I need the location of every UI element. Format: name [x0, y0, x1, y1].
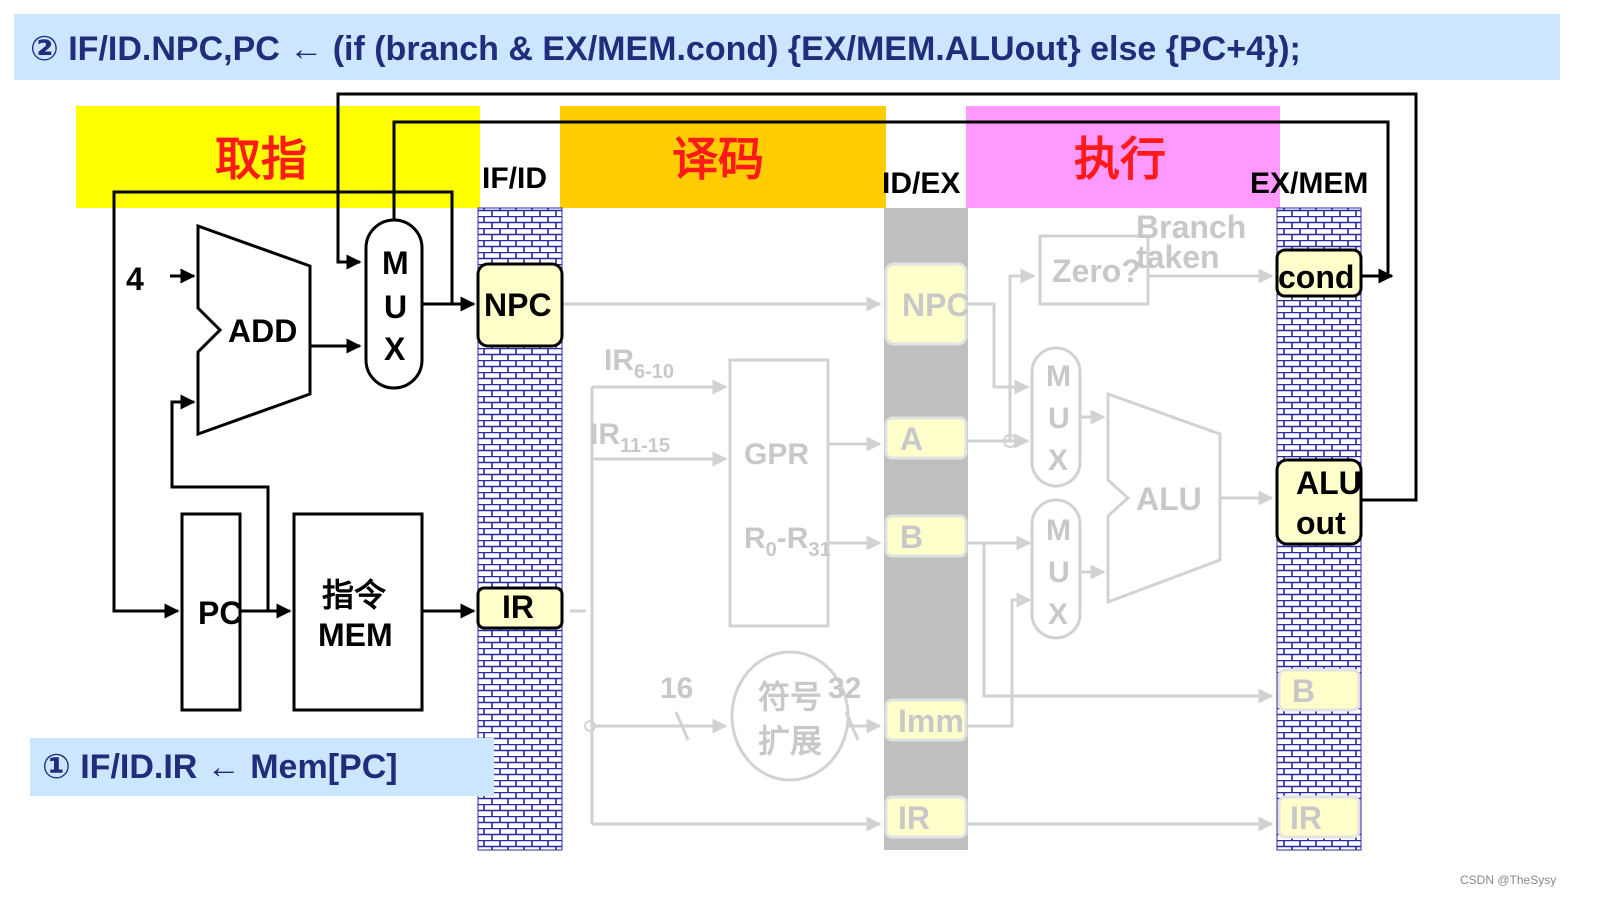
ex-alu-label: ALU: [1136, 481, 1202, 517]
fetch-datapath: [112, 92, 1418, 712]
branch-taken-line2: taken: [1136, 239, 1220, 275]
fetch-mux-m: M: [382, 245, 409, 281]
exmem-ir-label: IR: [1290, 800, 1322, 836]
step1-caption-band: [30, 738, 494, 796]
ir-6-10-label: IR6-10: [604, 344, 674, 383]
idex-label: ID/EX: [882, 167, 960, 200]
idex-imm-label: Imm: [898, 703, 964, 739]
fetch-mux-u: U: [384, 289, 407, 325]
bits-32-label: 32: [828, 672, 861, 705]
dimmed-datapath: [562, 234, 1361, 839]
step2-caption-band: [14, 14, 1560, 80]
ir-11-15-label: IR11-15: [590, 418, 670, 457]
idex-b-label: B: [900, 519, 923, 555]
exmem-cond-label: cond: [1278, 259, 1354, 295]
exmem-b-label: B: [1292, 673, 1315, 709]
ex-mux1-u: U: [1048, 402, 1070, 435]
ex-mux1-m: M: [1046, 360, 1071, 393]
sign-extend-line2: 扩展: [758, 722, 822, 760]
ifid-ir-label: IR: [502, 589, 534, 625]
step2-caption: ② IF/ID.NPC,PC ← (if (branch & EX/MEM.co…: [30, 30, 1301, 68]
gpr-range-label: R0-R31: [744, 522, 831, 561]
stage-decode-label: 译码: [672, 132, 764, 186]
imem-label-line1: 指令: [322, 576, 387, 614]
bits-16-label: 16: [660, 672, 693, 705]
idex-ir-label: IR: [898, 800, 930, 836]
pc-label: PC: [198, 595, 242, 631]
const-four-label: 4: [126, 261, 144, 297]
branch-taken-line1: Branch: [1136, 209, 1246, 245]
fetch-mux-x: X: [384, 331, 406, 367]
exmem-label: EX/MEM: [1250, 167, 1368, 200]
ex-mux2-u: U: [1048, 556, 1070, 589]
exmem-aluout-line1: ALU: [1296, 465, 1362, 501]
stage-fetch-label: 取指: [215, 132, 307, 186]
step1-caption: ① IF/ID.IR ← Mem[PC]: [42, 748, 398, 786]
sign-extend-line1: 符号: [758, 678, 822, 716]
exmem-aluout-line2: out: [1296, 505, 1346, 541]
watermark: CSDN @TheSysy: [1460, 873, 1556, 887]
zero-test-label: Zero?: [1052, 253, 1141, 289]
ex-mux1-x: X: [1048, 444, 1068, 477]
ex-mux2-x: X: [1048, 598, 1068, 631]
gpr-label: GPR: [744, 438, 809, 471]
add-label: ADD: [228, 313, 297, 349]
idex-a-label: A: [900, 421, 923, 457]
ifid-npc-label: NPC: [484, 287, 552, 323]
imem-label-line2: MEM: [318, 617, 393, 653]
idex-npc-label: NPC: [902, 287, 970, 323]
stage-execute-label: 执行: [1074, 132, 1166, 186]
ifid-label: IF/ID: [482, 162, 547, 195]
ex-mux2-m: M: [1046, 514, 1071, 547]
